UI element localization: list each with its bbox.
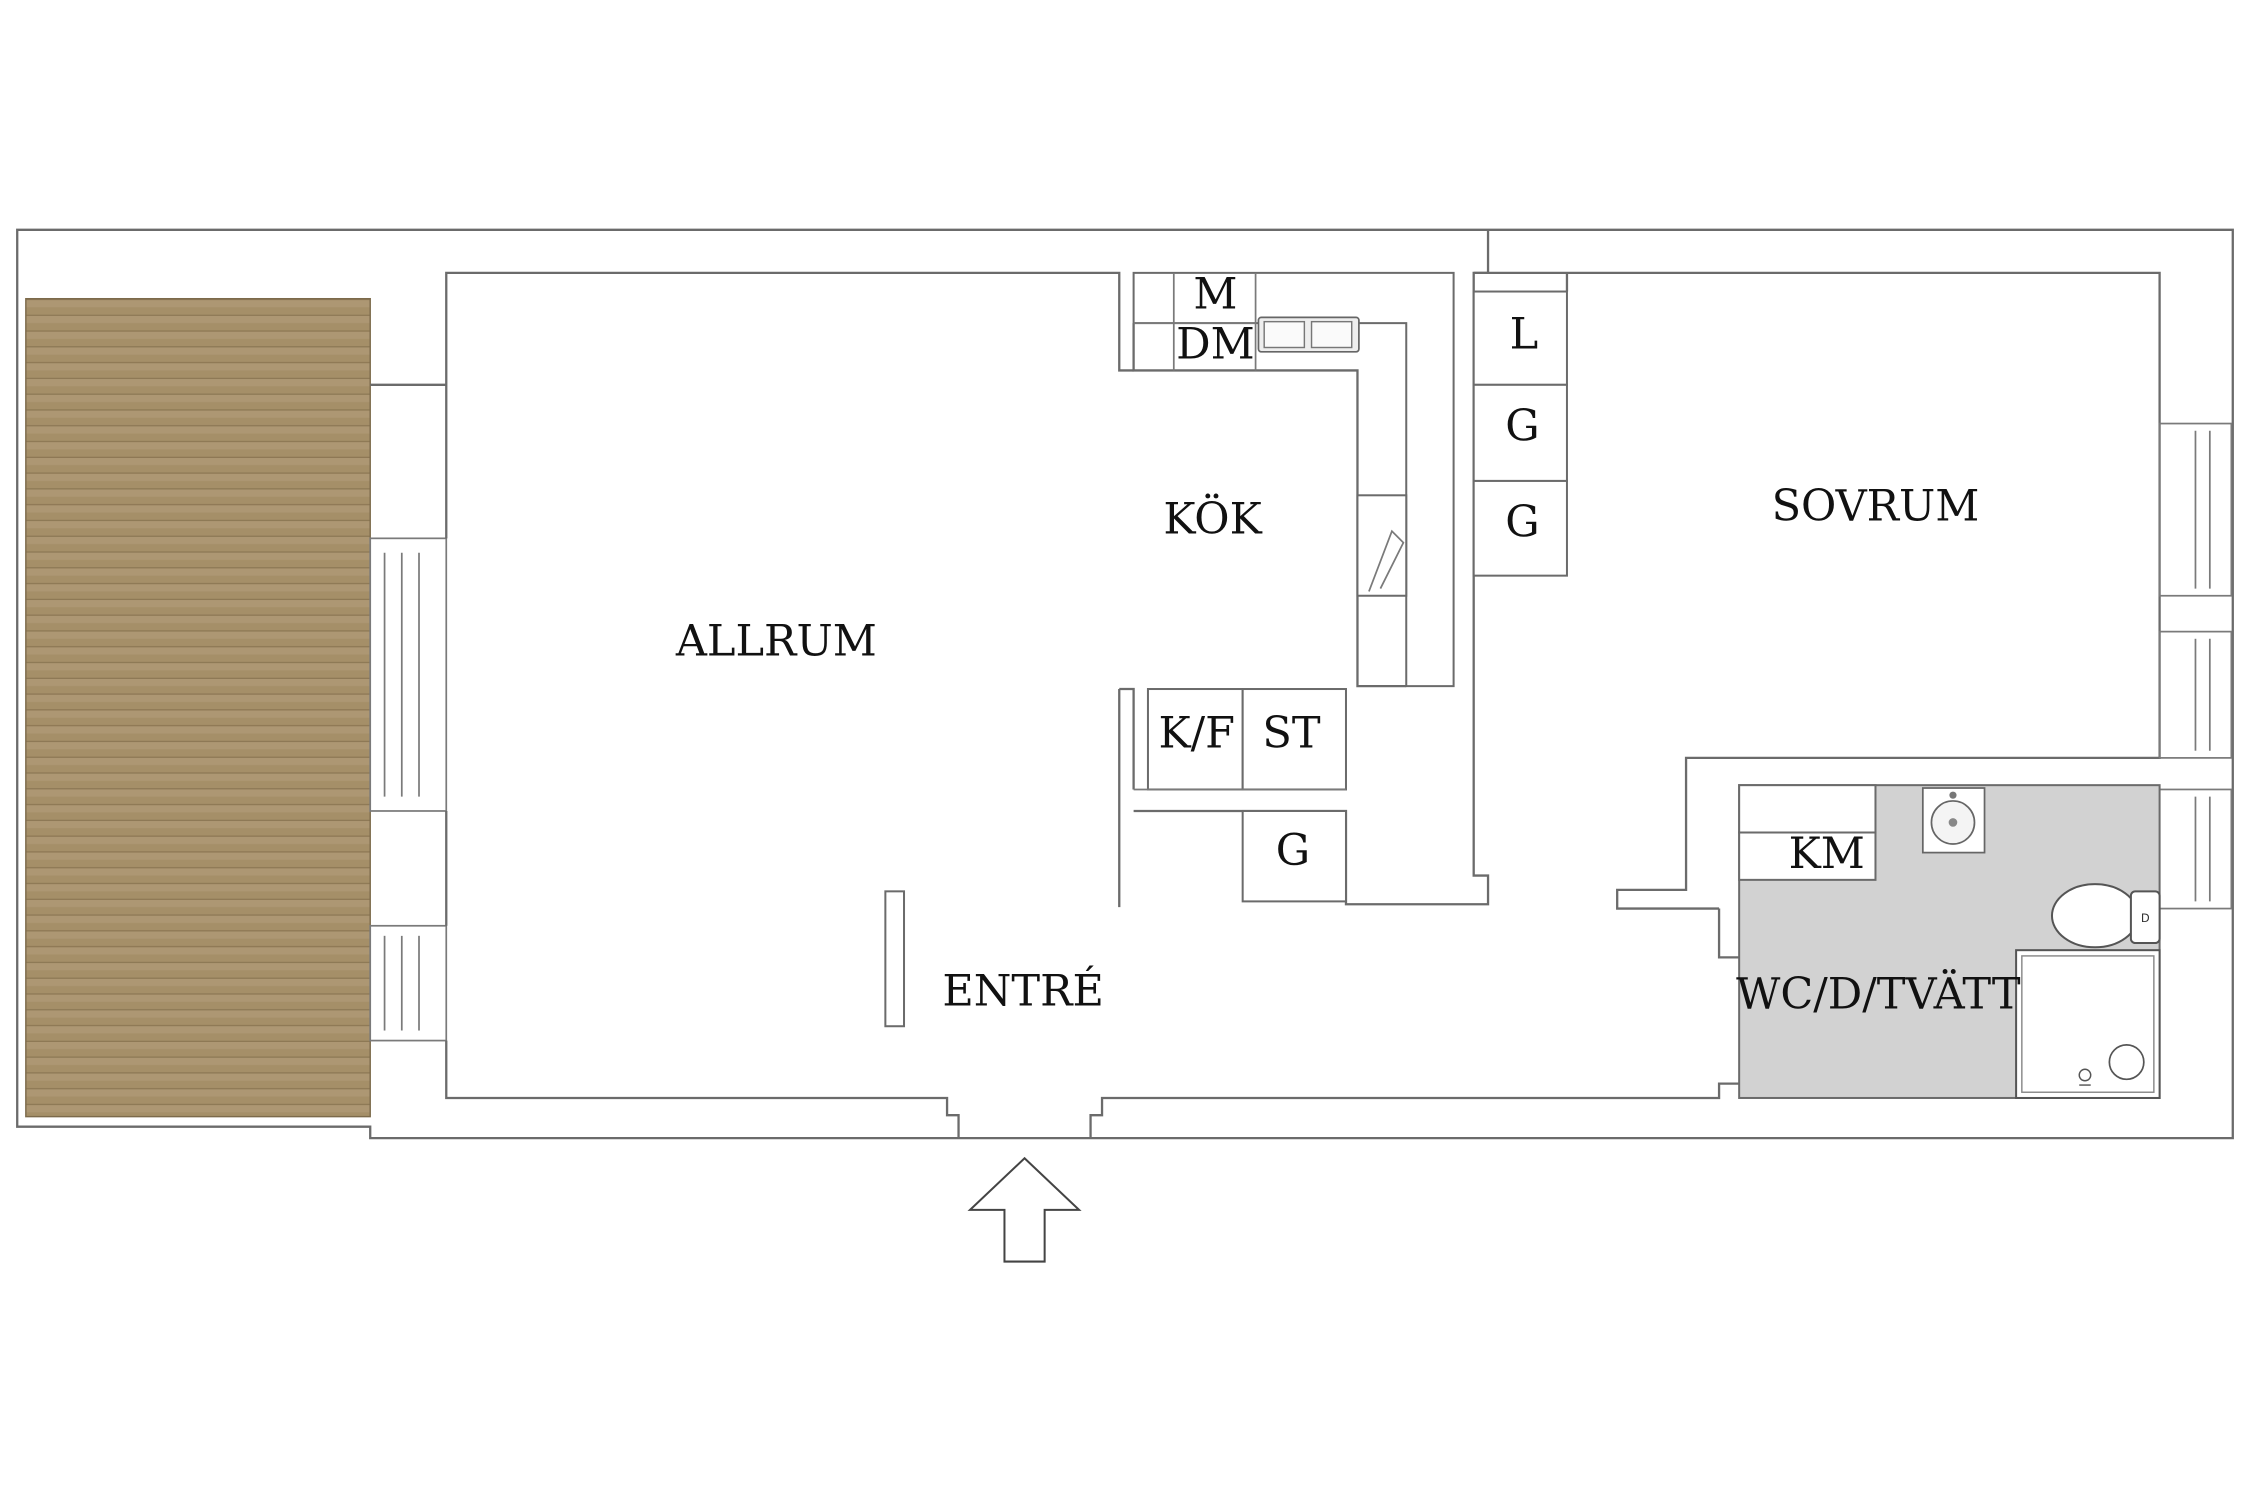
stove-cabinet: [1241, 688, 1347, 791]
outer-wall: [16, 228, 2234, 1140]
entrance-arrow-icon: [967, 1156, 1082, 1263]
kitchen-cabinet-g: [1241, 809, 1347, 903]
fixture-label-st: ST: [1262, 708, 1320, 758]
wardrobe-g1: [1472, 383, 1568, 482]
bedroom-wall: [1473, 271, 2161, 910]
bathroom-sink-icon: [1921, 787, 1986, 854]
entrance-divider: [884, 890, 906, 1028]
room-label-kok: KÖK: [1163, 494, 1262, 545]
fixture-label-kf: K/F: [1158, 708, 1235, 758]
fixture-label-g1: G: [1505, 401, 1539, 451]
room-label-allrum: ALLRUM: [675, 617, 877, 667]
fixture-label-g2: G: [1505, 497, 1539, 547]
shower-icon: [2015, 949, 2161, 1099]
washing-machine-cabinet: [1738, 831, 1877, 881]
fixture-label-dm: DM: [1176, 319, 1255, 369]
fixture-label-m: M: [1193, 269, 1237, 319]
fixture-label-l: L: [1510, 309, 1539, 359]
stove-icon: [1356, 494, 1408, 597]
balcony-window-upper: [369, 537, 448, 812]
fixture-label-km: KM: [1789, 829, 1865, 879]
bedroom-window-lower: [2158, 630, 2233, 759]
deck: [25, 297, 371, 1118]
kitchen-sink-icon: [1257, 316, 1360, 353]
room-label-sovrum: SOVRUM: [1772, 482, 1980, 532]
bedroom-window-upper: [2158, 422, 2233, 597]
fixture-label-g-kitchen: G: [1276, 826, 1310, 876]
kitchen-counter-lower: [1132, 323, 1407, 688]
wardrobe-g2: [1472, 479, 1568, 577]
toilet-icon: D: [2050, 883, 2161, 949]
interior-wall-living: [370, 271, 1740, 1139]
room-label-wc: WC/D/TVÄTT: [1736, 969, 2021, 1020]
wardrobe-l: [1472, 290, 1568, 386]
room-label-entre: ENTRÉ: [942, 966, 1104, 1017]
svg-text:D: D: [2141, 911, 2150, 925]
balcony-window-lower: [369, 924, 448, 1042]
bathroom-counter: [1738, 784, 1877, 834]
bathroom-window: [2158, 788, 2233, 910]
